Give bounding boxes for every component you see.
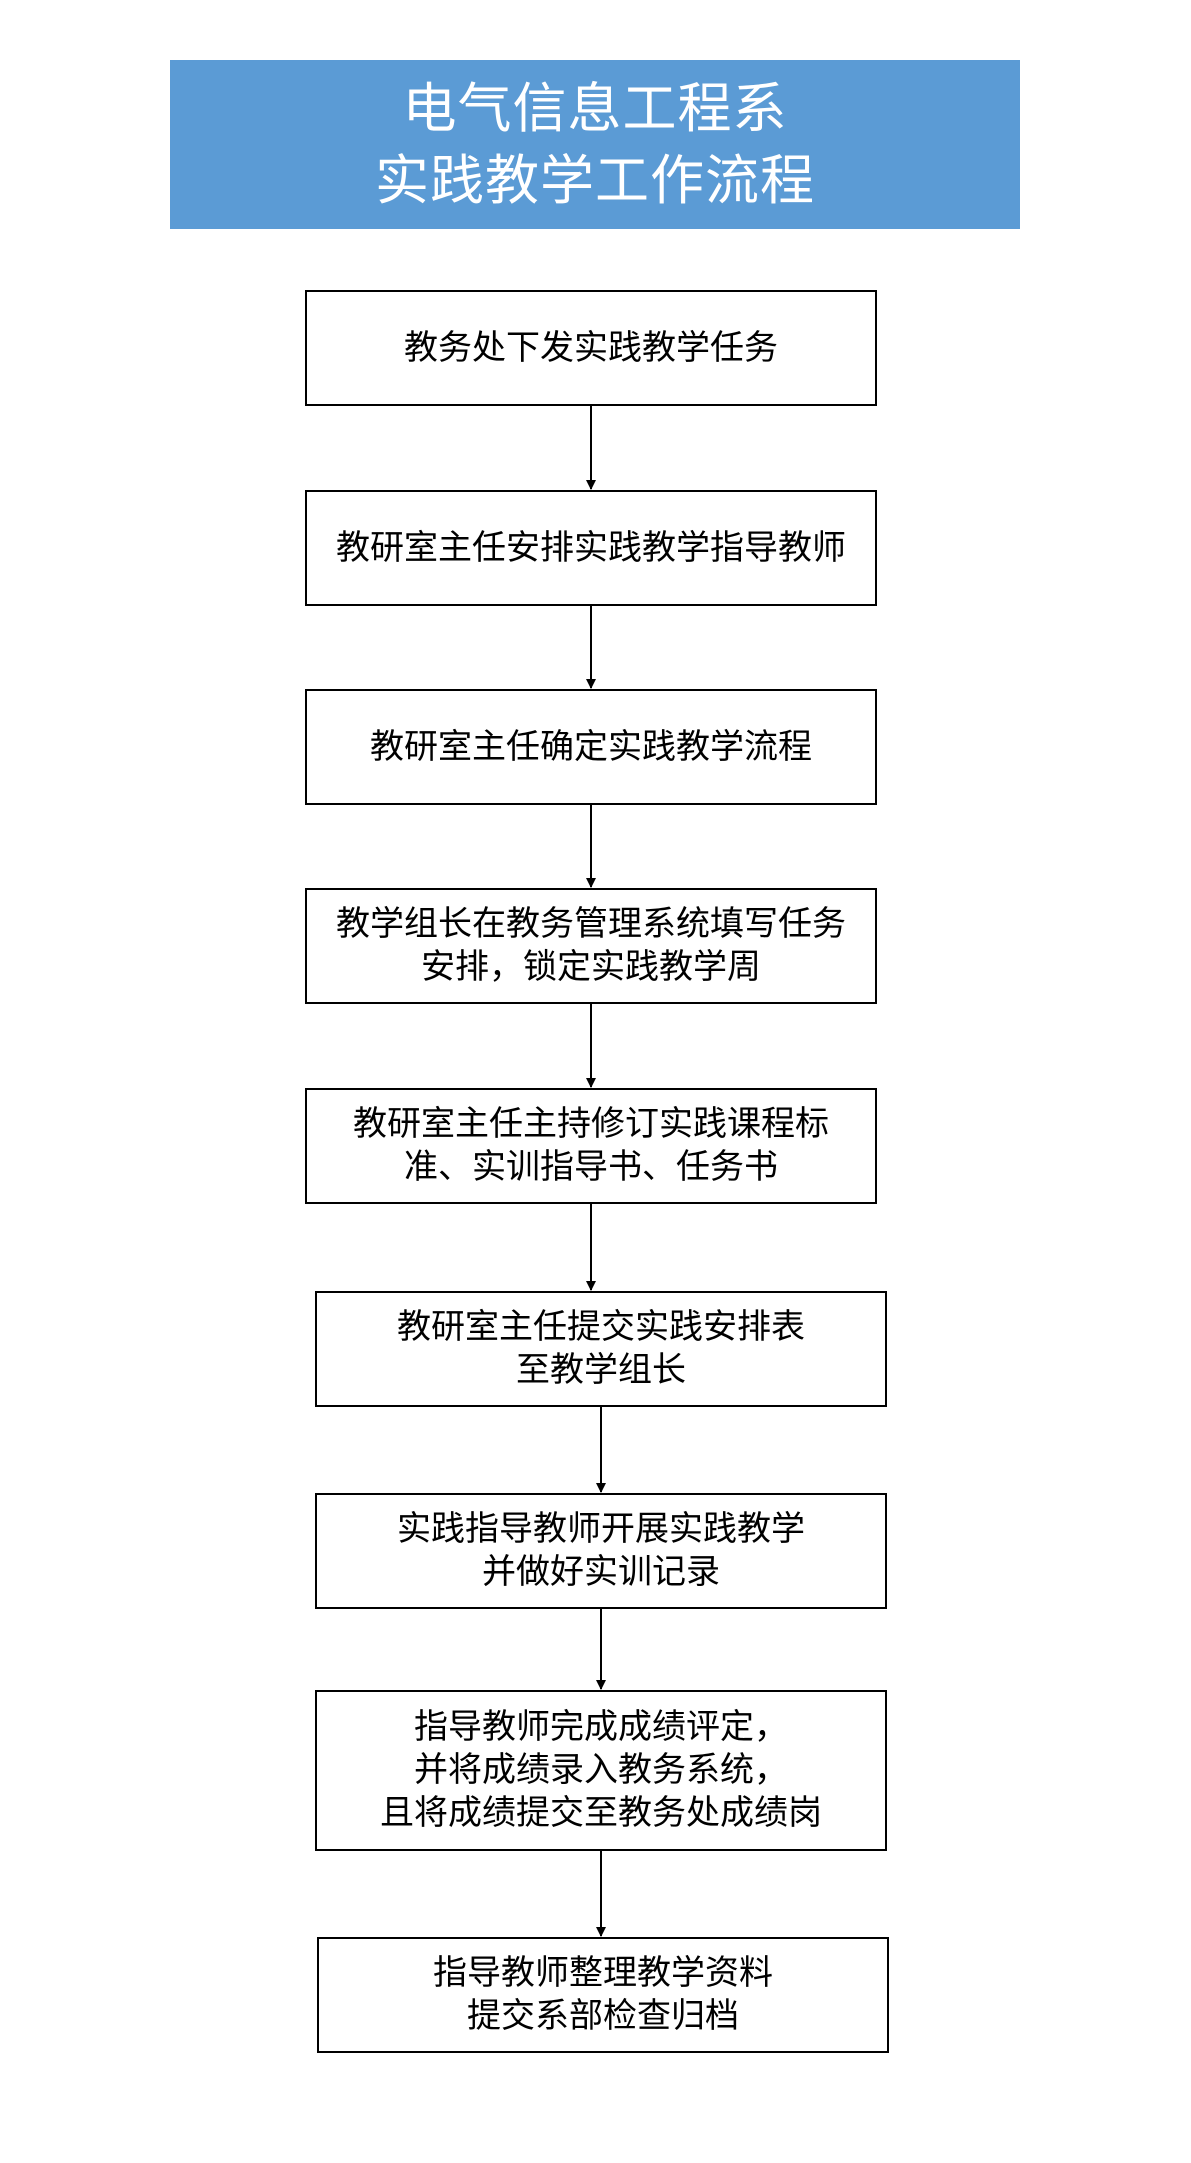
step-5-line-1: 教研室主任主持修订实践课程标 — [353, 1104, 829, 1144]
flow-step-4: 教学组长在教务管理系统填写任务 安排，锁定实践教学周 — [305, 888, 877, 1004]
flow-step-3: 教研室主任确定实践教学流程 — [305, 689, 877, 805]
title-line-2: 实践教学工作流程 — [375, 148, 815, 212]
title-line-1: 电气信息工程系 — [402, 76, 788, 140]
flow-step-5: 教研室主任主持修订实践课程标 准、实训指导书、任务书 — [305, 1088, 877, 1204]
title-banner: 电气信息工程系 实践教学工作流程 — [170, 60, 1020, 229]
step-3-line-1: 教研室主任确定实践教学流程 — [370, 726, 812, 767]
flow-step-8: 指导教师完成成绩评定， 并将成绩录入教务系统， 且将成绩提交至教务处成绩岗 — [315, 1690, 887, 1851]
step-4-line-2: 安排，锁定实践教学周 — [421, 947, 761, 987]
step-1-line-1: 教务处下发实践教学任务 — [404, 327, 778, 368]
step-8-line-2: 并将成绩录入教务系统， — [414, 1750, 788, 1790]
flow-step-2: 教研室主任安排实践教学指导教师 — [305, 490, 877, 606]
step-2-line-1: 教研室主任安排实践教学指导教师 — [336, 527, 846, 568]
step-6-line-2: 至教学组长 — [516, 1350, 686, 1390]
flow-step-1: 教务处下发实践教学任务 — [305, 290, 877, 406]
flow-step-7: 实践指导教师开展实践教学 并做好实训记录 — [315, 1493, 887, 1609]
step-4-line-1: 教学组长在教务管理系统填写任务 — [336, 904, 846, 944]
step-8-line-3: 且将成绩提交至教务处成绩岗 — [380, 1793, 822, 1833]
flow-step-6: 教研室主任提交实践安排表 至教学组长 — [315, 1291, 887, 1407]
step-9-line-1: 指导教师整理教学资料 — [433, 1953, 773, 1993]
step-8-line-1: 指导教师完成成绩评定， — [414, 1707, 788, 1747]
flow-step-9: 指导教师整理教学资料 提交系部检查归档 — [317, 1937, 889, 2053]
step-6-line-1: 教研室主任提交实践安排表 — [397, 1307, 805, 1347]
step-7-line-2: 并做好实训记录 — [482, 1552, 720, 1592]
step-7-line-1: 实践指导教师开展实践教学 — [397, 1509, 805, 1549]
step-5-line-2: 准、实训指导书、任务书 — [404, 1147, 778, 1187]
step-9-line-2: 提交系部检查归档 — [467, 1996, 739, 2036]
